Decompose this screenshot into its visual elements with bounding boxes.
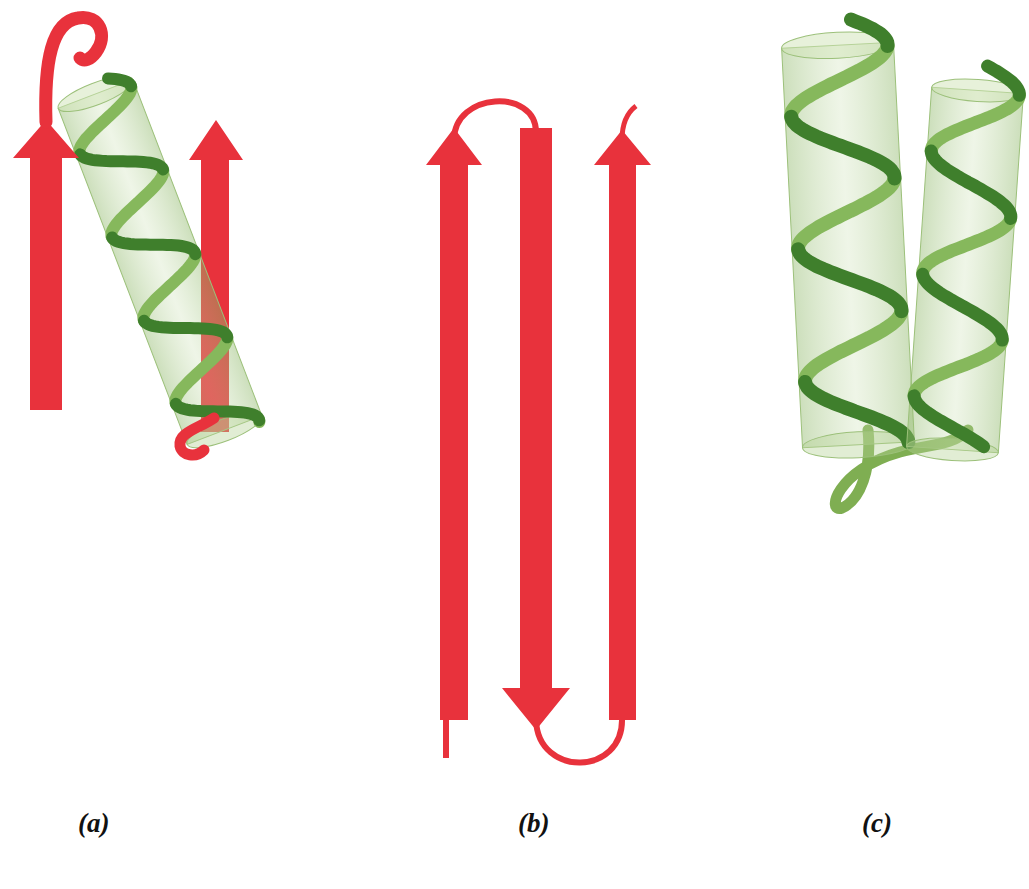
alpha-helix	[54, 69, 266, 454]
panel-label: (a)	[78, 808, 109, 839]
panel-label: (b)	[518, 808, 549, 839]
helix-ribbon	[914, 89, 1019, 401]
alpha-helix	[906, 62, 1025, 463]
beta-strand	[13, 18, 214, 455]
alpha-helix	[780, 17, 915, 460]
helix-ribbon	[64, 86, 260, 447]
helix-ribbon	[786, 18, 908, 448]
panel-label: (c)	[862, 808, 892, 839]
helix-ribbon	[788, 46, 905, 382]
helix-ribbon	[911, 63, 1021, 448]
helix-ribbon	[58, 72, 259, 446]
beta-sheet	[426, 101, 651, 762]
